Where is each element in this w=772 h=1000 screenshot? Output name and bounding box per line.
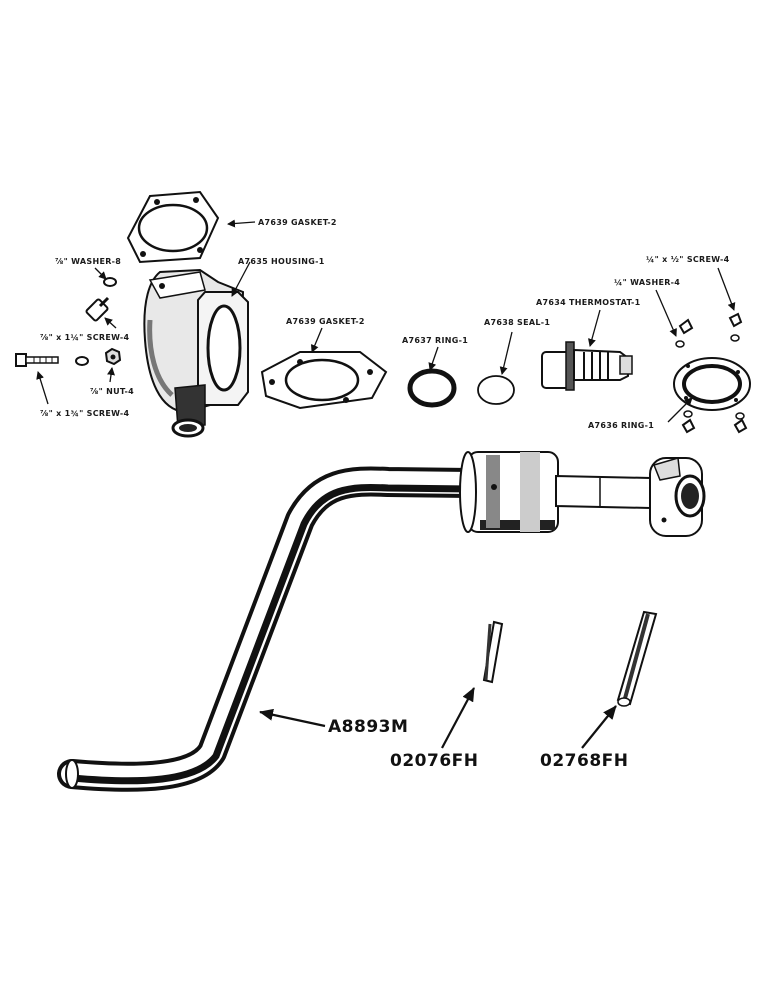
screw-long-label: ⅞" x 1¾" SCREW-4 xyxy=(40,409,130,418)
thermostat-part xyxy=(541,341,633,391)
screw-right-label: ¼" x ½" SCREW-4 xyxy=(646,254,730,264)
thermostat-label: A7634 THERMOSTAT-1 xyxy=(536,298,641,307)
pin-long-label: 02768FH xyxy=(540,751,628,771)
ring-small-part xyxy=(407,368,457,408)
pin-short-label: 02076FH xyxy=(390,751,478,771)
housing-part xyxy=(143,268,249,438)
washer-right-part xyxy=(675,334,745,420)
gasket-top-label: A7639 GASKET-2 xyxy=(258,218,337,227)
housing-label: A7635 HOUSING-1 xyxy=(238,257,325,266)
ring-small-label: A7637 RING-1 xyxy=(402,336,468,345)
ring-large-label: A7636 RING-1 xyxy=(588,421,654,430)
screw-right-part xyxy=(678,312,748,434)
nut-part xyxy=(104,347,122,366)
washer-right-label: ¼" WASHER-4 xyxy=(614,277,680,287)
seal-part xyxy=(477,375,515,405)
crank-label: A8893M xyxy=(328,717,408,737)
seal-label: A7638 SEAL-1 xyxy=(484,318,550,327)
gasket-mid-label: A7639 GASKET-2 xyxy=(286,317,365,326)
washer-left-part xyxy=(103,277,117,287)
pin-short-part xyxy=(482,620,504,684)
ring-large-part xyxy=(673,357,751,411)
screw-long-part xyxy=(15,353,59,367)
pin-long-part xyxy=(616,610,658,707)
washer-left-label: ⅞" WASHER-8 xyxy=(55,257,121,266)
gasket-mid-part xyxy=(260,351,388,410)
screw-small-part xyxy=(85,296,110,322)
screw-small-label: ⅞" x 1¼" SCREW-4 xyxy=(40,332,130,342)
gasket-top-part xyxy=(126,190,220,264)
nut-label: ⅞" NUT-4 xyxy=(90,387,134,396)
crank-handle-part xyxy=(57,451,706,792)
washer-small-left-part xyxy=(75,356,89,366)
leader-lines xyxy=(36,219,736,749)
